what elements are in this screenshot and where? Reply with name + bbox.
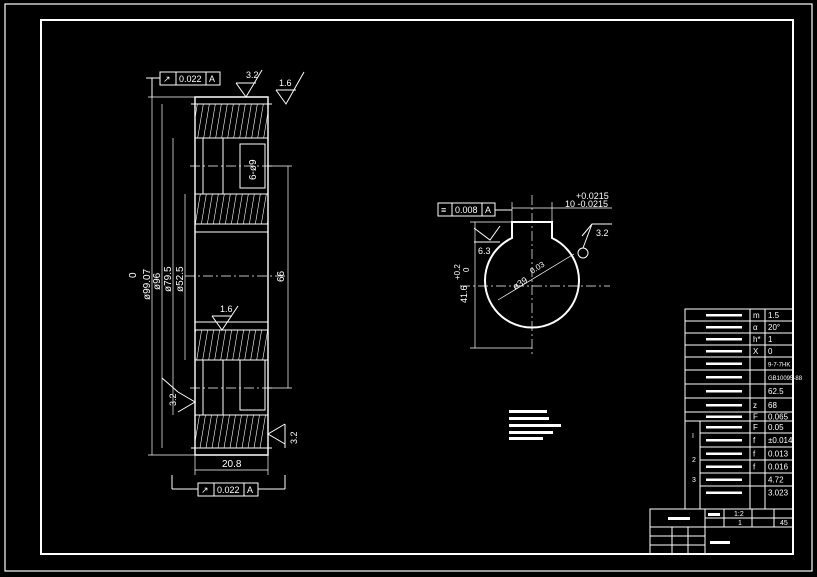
table-symbol: m (753, 311, 760, 320)
table-label-bar (706, 465, 742, 468)
table-symbol: F (753, 413, 758, 422)
runout-bottom-datum: A (247, 485, 253, 495)
roughness-top-left: 3.2 (235, 69, 263, 98)
dim-width: 20.8 (222, 459, 242, 470)
table-value: GB10095-88 (768, 376, 803, 382)
svg-text:3.2: 3.2 (289, 431, 299, 444)
table-symbol: z (753, 401, 757, 410)
table-value: 9-7-7HK (768, 363, 790, 369)
table-symbol: X (753, 347, 759, 356)
table-label-bar (706, 314, 742, 317)
table-value: 0.016 (768, 463, 789, 472)
roughness-bore: 1.6 (211, 304, 239, 331)
table-symbol: h* (753, 335, 761, 344)
runout-frame-top: ↗ 0.022 A (146, 71, 221, 97)
table-label-bar (706, 350, 742, 353)
runout-frame-bottom: ↗ 0.022 A (171, 475, 286, 497)
table-label-bar (706, 376, 742, 379)
table-label-bar (706, 338, 742, 341)
roughness-keyway: 3.2 (577, 223, 612, 259)
svg-text:0.008: 0.008 (455, 205, 478, 215)
table-group-label: I (692, 433, 694, 440)
title-count: 45 (780, 520, 788, 527)
outer-frame (4, 3, 813, 572)
table-value: 0.05 (768, 423, 784, 432)
table-value: 1 (768, 335, 773, 344)
keyway-upper-tol: +0.0215 (576, 191, 609, 201)
svg-text:1.6: 1.6 (220, 304, 233, 314)
table-value: 1.5 (768, 311, 780, 320)
table-value: 0.013 (768, 450, 789, 459)
svg-text:6.3: 6.3 (478, 246, 491, 256)
roughness-left-face: 3.2 (161, 377, 196, 413)
dim-holes: 6-ø9 (248, 159, 259, 180)
svg-text:≡: ≡ (441, 205, 446, 215)
table-value: 0.065 (768, 413, 789, 422)
svg-text:A: A (485, 205, 491, 215)
table-value: ±0.014 (768, 436, 793, 445)
table-group-label: 2 (692, 457, 696, 464)
table-label-bar (706, 404, 742, 407)
table-label-bar (706, 362, 742, 365)
table-symbol: f (753, 450, 756, 459)
svg-text:0: 0 (462, 267, 471, 272)
table-label-bar (706, 491, 742, 494)
svg-text:↗: ↗ (163, 74, 171, 84)
svg-text:3.2: 3.2 (168, 393, 178, 406)
dim-79: ø79.5 (163, 266, 174, 292)
runout-top-datum: A (209, 74, 215, 84)
svg-text:0.03: 0.03 (528, 260, 546, 276)
dim-52: ø52.5 (175, 266, 186, 292)
hub-keyway-view: +0.0215 10 -0.0215 ≡ 0.008 A 41.6 +0.2 0… (437, 191, 612, 355)
dim-outer-diameter: ø99.07 (142, 268, 153, 300)
runout-top-value: 0.022 (179, 74, 202, 84)
svg-text:3.2: 3.2 (596, 228, 609, 238)
hub-depth: 41.6 (459, 285, 469, 303)
table-value: 20° (768, 323, 780, 332)
svg-text:3.2: 3.2 (246, 70, 259, 80)
svg-text:↗: ↗ (201, 485, 209, 495)
technical-notes (509, 410, 561, 440)
table-label-bar (706, 452, 742, 455)
table-symbol: F (753, 423, 758, 432)
keyway-width-label: 10 -0.0215 (565, 199, 608, 209)
title-block: 1:2 1 45 (649, 508, 794, 555)
gear-section-view: ø99.07 0 ø96 ø79.5 ø52.5 66 6-ø9 20.8 ↗ … (128, 69, 305, 497)
title-scale: 1:2 (734, 511, 744, 518)
table-symbol: f (753, 436, 756, 445)
roughness-keyway-side: 6.3 (473, 225, 501, 256)
table-label-bar (706, 326, 742, 329)
table-label-bar (706, 415, 742, 418)
svg-text:1.6: 1.6 (279, 78, 292, 88)
table-label-bar (706, 439, 742, 442)
title-sheet: 1 (738, 520, 742, 527)
dim-96: ø96 (152, 272, 163, 290)
table-value: 4.72 (768, 476, 784, 485)
dim-hole-diameter: 66 (276, 270, 287, 282)
table-value: 3.023 (768, 489, 789, 498)
bore-label: ø39 (511, 275, 529, 292)
table-label-bar (706, 390, 742, 393)
roughness-right-face: 3.2 (267, 423, 299, 448)
dim-outer-diameter-tol: 0 (128, 272, 139, 278)
table-value: 0 (768, 347, 773, 356)
table-symbol: α (753, 323, 758, 332)
table-label-bar (706, 426, 742, 429)
table-label-bar (706, 478, 742, 481)
table-value: 62.5 (768, 387, 784, 396)
roughness-top-right: 1.6 (275, 71, 305, 105)
runout-bottom-value: 0.022 (217, 485, 240, 495)
symmetry-frame: ≡ 0.008 A (437, 202, 512, 217)
table-group-label: 3 (692, 477, 696, 484)
inner-frame (40, 19, 794, 555)
table-value: 68 (768, 401, 777, 410)
table-symbol: f (753, 463, 756, 472)
svg-text:+0.2: +0.2 (453, 264, 462, 280)
